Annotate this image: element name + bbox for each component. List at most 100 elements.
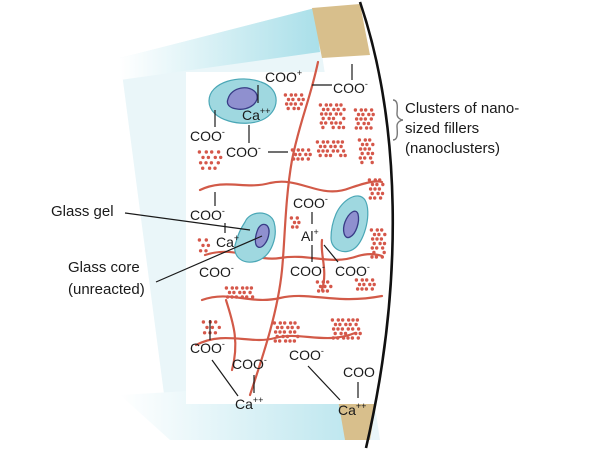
nanocluster-dot: [340, 327, 345, 331]
nanocluster-dot: [296, 325, 300, 330]
nanocluster-dot: [336, 140, 340, 144]
svg-text:COO+: COO+: [265, 68, 302, 85]
nanocluster-dot: [323, 144, 327, 149]
nanocluster-dot: [289, 102, 293, 106]
nanocluster-dot: [380, 228, 384, 232]
nanocluster-dot: [365, 278, 369, 282]
nanocluster-dot: [321, 149, 325, 153]
nanocluster-dot: [337, 125, 341, 130]
nanocluster-dot: [296, 334, 300, 339]
nanocluster-dot: [364, 126, 369, 130]
nanocluster-dot: [197, 238, 202, 242]
nanocluster-dot: [368, 156, 373, 160]
nanocluster-dot: [363, 138, 367, 142]
nanocluster-dot: [351, 327, 355, 331]
nanocluster-dot: [358, 156, 362, 160]
nanocluster-dot: [286, 97, 291, 102]
nanocluster-dot: [219, 155, 223, 160]
clusters-brace: [392, 99, 404, 141]
nanocluster-dot: [372, 241, 376, 246]
glass-core-right: [343, 210, 360, 239]
nanocluster-dot: [216, 161, 220, 165]
nanocluster-dot: [372, 232, 377, 237]
nanocluster-dot: [289, 93, 293, 97]
nanocluster-dot: [202, 331, 207, 335]
svg-text:COO-: COO-: [226, 143, 261, 160]
nanocluster-dot: [232, 290, 236, 295]
nanocluster-dot: [371, 112, 375, 117]
nanocluster-dot: [378, 178, 382, 182]
nanocluster-dot: [329, 121, 334, 125]
nanocluster-dot: [290, 148, 295, 152]
nanocluster-dot: [245, 295, 249, 299]
nanocluster-dot: [331, 116, 336, 121]
nanocluster-dot: [336, 327, 340, 331]
nanocluster-dot: [321, 107, 326, 112]
nanocluster-dot: [213, 166, 217, 170]
nanocluster-dot: [283, 339, 288, 343]
nanocluster-dot: [326, 107, 330, 112]
nanocluster-dot: [382, 241, 387, 246]
nanocluster-dot: [206, 155, 211, 160]
nanocluster-dot: [329, 103, 333, 107]
nanocluster-dot: [357, 138, 362, 142]
nanocluster-dot: [240, 286, 245, 290]
nanocluster-dot: [354, 278, 359, 282]
nanocluster-dot: [375, 246, 379, 250]
nanocluster-dot: [318, 284, 323, 289]
nanocluster-dot: [358, 331, 362, 336]
label-glass-gel: Glass gel: [51, 203, 114, 220]
nanocluster-dot: [336, 336, 340, 340]
nanocluster-dot: [201, 320, 206, 324]
svg-text:COO-: COO-: [333, 79, 368, 96]
nanocluster-dot: [367, 147, 372, 151]
nanocluster-dot: [373, 187, 377, 191]
nanocluster-dot: [278, 339, 282, 343]
nanocluster-dot: [292, 339, 297, 343]
nanocluster-dot: [368, 138, 372, 142]
nanocluster-dot: [293, 330, 297, 334]
nanocluster-dot: [334, 121, 338, 125]
nanocluster-dot: [338, 121, 343, 125]
nanocluster-dot: [346, 336, 350, 340]
nanoclusters: [197, 93, 387, 343]
nanocluster-dot: [375, 228, 379, 232]
nanocluster-dot: [292, 106, 296, 111]
tooth-edge: [358, 1, 395, 449]
nanocluster-dot: [316, 149, 321, 153]
svg-text:COO-: COO-: [232, 355, 267, 372]
nanocluster-dot: [306, 157, 310, 161]
nanocluster-dot: [324, 121, 328, 125]
nanocluster-dot: [365, 142, 369, 147]
nanocluster-dot: [325, 149, 330, 153]
nanocluster-dot: [368, 187, 373, 191]
nanocluster-dot: [250, 295, 255, 299]
nanocluster-dot: [298, 152, 302, 157]
glass-particle-top-left: [208, 78, 277, 124]
nanocluster-dot: [321, 116, 325, 121]
nanocluster-dot: [370, 278, 375, 282]
nanocluster-dot: [377, 232, 381, 237]
nanocluster-dot: [278, 321, 282, 325]
nanocluster-dot: [363, 117, 368, 121]
nanocluster-dot: [281, 334, 285, 339]
nanocluster-dot: [324, 153, 328, 158]
svg-text:COO: COO: [343, 364, 375, 380]
nanocluster-dot: [374, 255, 379, 259]
nanocluster-dot: [326, 140, 330, 144]
nanocluster-dot: [293, 152, 298, 157]
nanocluster-dot: [356, 327, 361, 331]
nanocluster-dot: [289, 216, 294, 220]
nanocluster-dot: [225, 295, 230, 299]
nanocluster-dot: [201, 155, 205, 160]
nanocluster-dot: [288, 321, 293, 325]
nanocluster-dot: [361, 112, 365, 117]
nanocluster-dot: [286, 106, 290, 111]
label-glass-core-line1: Glass core: [68, 259, 140, 276]
nanocluster-dot: [354, 322, 358, 327]
nanocluster-dot: [363, 147, 367, 151]
nanocluster-dot: [375, 237, 379, 241]
nanocluster-dot: [369, 117, 373, 121]
nanocluster-dot: [336, 318, 340, 322]
